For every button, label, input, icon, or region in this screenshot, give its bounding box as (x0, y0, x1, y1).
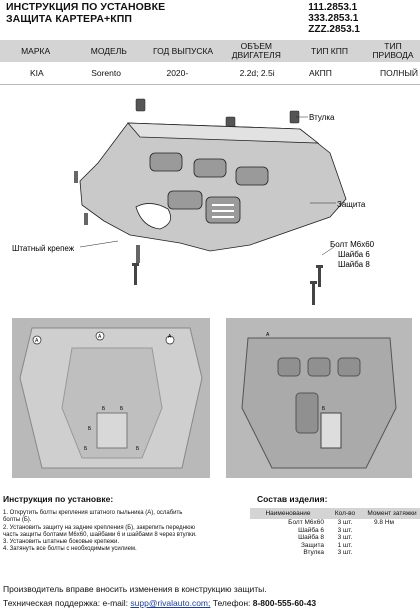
component-qty: 3 шт. (337, 519, 353, 526)
label-washer6: Шайба 6 (338, 250, 370, 259)
marker-a: A (266, 332, 270, 338)
marker-b: Б (120, 406, 124, 412)
label-bolt: Болт М6х60 (330, 240, 375, 249)
components-title: Состав изделия: (257, 494, 328, 504)
cell-year: 2020- (146, 62, 220, 85)
underbody-photo-before: A A A Б Б Б Б Б (12, 318, 210, 478)
col-header: ТИП ПРИВОДА (366, 40, 420, 62)
component-name: Шайба 8 (298, 534, 324, 541)
marker-a: A (168, 334, 172, 340)
marker-b: Б (136, 446, 140, 452)
skid-plate-illustration (79, 122, 347, 252)
table-row: Шайба 6 3 шт. (250, 527, 420, 535)
component-torque (364, 527, 420, 535)
label-sleeve: Втулка (309, 113, 335, 122)
col-header: ТИП КПП (292, 40, 367, 62)
footer-support: Техническая поддержка: e-mail: supp@riva… (3, 598, 316, 608)
col-header: Кол-во (326, 508, 364, 519)
standard-fastener-icon (74, 171, 140, 263)
sleeve-icon (135, 98, 300, 130)
support-phone: 8-800-555-60-43 (252, 598, 317, 608)
table-row: Шайба 8 3 шт. (250, 534, 420, 542)
component-torque: 9.8 Нм (374, 519, 395, 526)
product-code: ZZZ.2853.1 (308, 24, 360, 35)
component-torque (364, 534, 420, 542)
marker-b: Б (88, 426, 92, 432)
support-email-link[interactable]: supp@rivalauto.com; (130, 598, 211, 608)
support-label: Техническая поддержка: e-mail: (3, 598, 129, 608)
instruction-step: часть защиты болтами М6х60, шайбами 6 и … (3, 531, 197, 538)
instruction-step: болты (Б). (3, 517, 32, 524)
component-qty: 3 шт. (337, 549, 353, 556)
underbody-photo-after: A Б (226, 318, 412, 478)
marker-a: A (35, 338, 39, 344)
cell-gearbox: АКПП (292, 62, 367, 85)
instructions-title: Инструкция по установке: (3, 494, 114, 504)
marker-b: Б (102, 406, 106, 412)
components-table: Наименование Кол-во Момент затяжки Болт … (250, 508, 420, 557)
col-header: Наименование (250, 508, 326, 519)
footer-disclaimer: Производитель вправе вносить изменения в… (3, 584, 267, 594)
instruction-step: 4. Затянуть все болты с необходимым усил… (3, 546, 137, 553)
marker-a: A (98, 334, 102, 340)
product-code: 333.2853.1 (308, 13, 359, 24)
cell-engine: 2.2d; 2.5i (219, 62, 293, 85)
component-name: Шайба 6 (298, 526, 324, 534)
col-header: ГОД ВЫПУСКА (146, 40, 220, 62)
table-row: Болт М6х60 3 шт. 9.8 Нм (250, 519, 420, 527)
component-qty: 1 шт. (337, 541, 353, 549)
component-name: Защита (300, 541, 324, 549)
col-header: МАРКА (0, 40, 72, 62)
cell-model: Sorento (71, 62, 147, 85)
component-torque (364, 542, 420, 550)
title-line1: ИНСТРУКЦИЯ ПО УСТАНОВКЕ (6, 1, 166, 13)
phone-label: Телефон: (212, 598, 251, 608)
component-qty: 3 шт. (337, 526, 353, 534)
cell-drive: ПОЛНЫЙ (366, 62, 420, 85)
component-name: Втулка (303, 549, 324, 556)
marker-b: Б (322, 406, 326, 412)
instructions-list: 1. Открутить болты крепления штатного пы… (3, 510, 243, 554)
col-header: МОДЕЛЬ (71, 40, 147, 62)
bolt-icon (132, 263, 323, 305)
instruction-step: 2. Установить защиту на задние крепления… (3, 524, 195, 531)
col-header: ОБЪЕМ ДВИГАТЕЛЯ (219, 40, 293, 62)
label-std-mount: Штатный крепеж (12, 244, 75, 253)
vehicle-spec-table: МАРКА МОДЕЛЬ ГОД ВЫПУСКА ОБЪЕМ ДВИГАТЕЛЯ… (0, 40, 420, 85)
component-name: Болт М6х60 (288, 519, 324, 526)
component-torque (364, 549, 420, 557)
exploded-diagram: Втулка Защита Штатный крепеж Болт М6х60 … (12, 98, 375, 305)
cell-make: KIA (0, 62, 72, 85)
title-line2: ЗАЩИТА КАРТЕРА+КПП (6, 13, 133, 25)
component-qty: 3 шт. (337, 534, 353, 541)
label-guard: Защита (337, 200, 366, 209)
instruction-step: 3. Установить штатные боковые крепежи. (3, 539, 120, 546)
instruction-step: 1. Открутить болты крепления штатного пы… (3, 510, 183, 516)
label-washer8: Шайба 8 (338, 260, 370, 269)
product-codes: 111.2853.1 333.2853.1 ZZZ.2853.1 (308, 2, 360, 35)
table-row: Защита 1 шт. (250, 542, 420, 550)
col-header: Момент затяжки (364, 508, 420, 519)
product-code: 111.2853.1 (308, 2, 358, 13)
table-row: Втулка 3 шт. (250, 549, 420, 557)
marker-b: Б (84, 446, 88, 452)
